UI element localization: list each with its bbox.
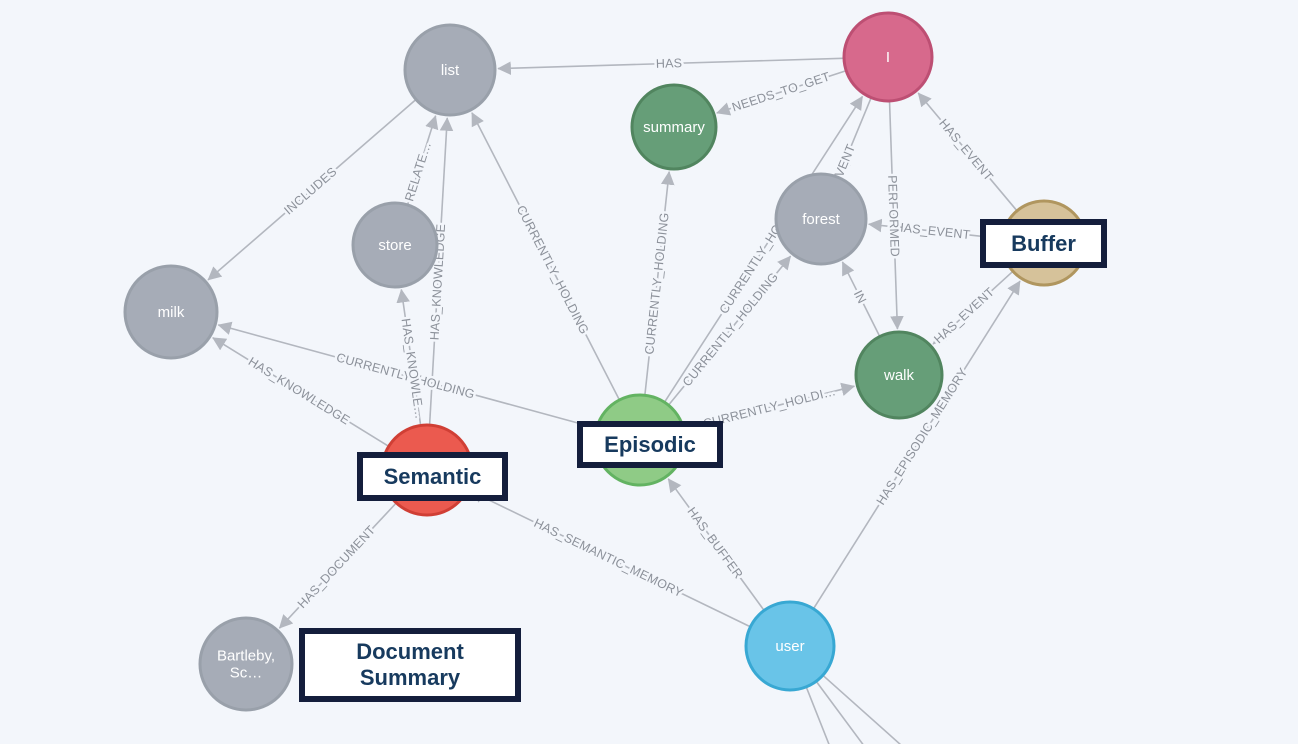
edge-label-CURRENTLY_HOLDING[interactable]: CURRENTLY_HOLDING bbox=[511, 201, 594, 339]
node-label: list bbox=[441, 62, 460, 79]
node-circle bbox=[123, 264, 219, 360]
graph-node-store[interactable]: store bbox=[351, 201, 439, 289]
node-circle bbox=[351, 201, 439, 289]
edge-label-INCLUDES[interactable]: INCLUDES bbox=[279, 162, 342, 220]
edge-label-HAS_EVENT[interactable]: HAS_EVENT bbox=[891, 217, 973, 244]
edge-label-HAS_EVENT[interactable]: HAS_EVENT bbox=[929, 282, 1000, 349]
graph-edge-episodic-milk[interactable] bbox=[217, 321, 596, 429]
node-circle bbox=[630, 83, 718, 171]
graph-edge-episodic-list[interactable] bbox=[471, 112, 620, 400]
graph-node-milk[interactable]: milk bbox=[123, 264, 219, 360]
edge-label-HAS[interactable]: HAS bbox=[653, 54, 685, 74]
edge-label-HAS_KNOWLEDGE[interactable]: HAS_KNOWLEDGE bbox=[243, 352, 355, 430]
graph-node-summary[interactable]: summary bbox=[630, 83, 718, 171]
graph-edge-semantic-list[interactable] bbox=[428, 117, 454, 425]
node-label: milk bbox=[158, 304, 185, 321]
node-label: summary bbox=[643, 119, 705, 136]
graph-edge-user-offscreen[interactable] bbox=[823, 675, 918, 744]
annotation-document-summary: Document Summary bbox=[299, 628, 521, 702]
node-label: I bbox=[886, 49, 890, 66]
graph-edge-user-offscreen[interactable] bbox=[805, 687, 835, 744]
annotation-episodic: Episodic bbox=[577, 421, 723, 468]
node-circle bbox=[774, 172, 868, 266]
graph-edge-i-walk[interactable] bbox=[888, 101, 904, 330]
node-label: user bbox=[775, 638, 804, 655]
graph-node-user[interactable]: user bbox=[744, 600, 836, 692]
edge-label-NEEDS_TO_GET[interactable]: NEEDS_TO_GET bbox=[728, 67, 835, 117]
graph-edge-i-summary[interactable] bbox=[716, 70, 846, 116]
graph-edge-user-episodic[interactable] bbox=[667, 478, 765, 611]
edge-label-HAS_SEMANTIC_MEMORY[interactable]: HAS_SEMANTIC_MEMORY bbox=[529, 513, 688, 602]
graph-node-bartleby[interactable]: Bartleby,Sc… bbox=[198, 616, 294, 712]
edge-label-IN[interactable]: IN bbox=[848, 286, 871, 309]
graph-edge-semantic-milk[interactable] bbox=[212, 337, 389, 447]
node-circle bbox=[842, 11, 934, 103]
edge-label-HAS_EVENT[interactable]: HAS_EVENT bbox=[934, 114, 999, 186]
graph-edge-user-buffer[interactable] bbox=[813, 280, 1021, 609]
edge-label-HAS_BUFFER[interactable]: HAS_BUFFER bbox=[682, 502, 748, 584]
graph-edge-i-forest[interactable] bbox=[837, 98, 872, 176]
graph-edge-episodic-i[interactable] bbox=[664, 95, 864, 402]
node-label: store bbox=[378, 237, 411, 254]
graph-edge-episodic-summary[interactable] bbox=[644, 171, 675, 395]
graph-edge-episodic-forest[interactable] bbox=[668, 255, 792, 405]
node-circle bbox=[744, 600, 836, 692]
graph-edge-user-offscreen[interactable] bbox=[816, 681, 874, 744]
graph-edge-semantic-store[interactable] bbox=[396, 288, 422, 425]
edge-label-PERFORMED[interactable]: PERFORMED bbox=[883, 172, 905, 259]
annotation-semantic: Semantic bbox=[357, 452, 508, 501]
node-label: forest bbox=[802, 211, 840, 228]
graph-edge-buffer-i[interactable] bbox=[917, 92, 1017, 211]
graph-edge-store-list[interactable] bbox=[407, 115, 439, 205]
node-circle bbox=[403, 23, 497, 117]
graph-edge-semantic-bartleby[interactable] bbox=[278, 503, 397, 629]
graph-node-i[interactable]: I bbox=[842, 11, 934, 103]
graph-edge-user-semantic[interactable] bbox=[469, 490, 750, 628]
edge-label-HAS_DOCUMENT[interactable]: HAS_DOCUMENT bbox=[292, 520, 381, 613]
node-circle bbox=[198, 616, 294, 712]
node-circle bbox=[854, 330, 944, 420]
annotation-buffer: Buffer bbox=[980, 219, 1107, 268]
graph-edge-i-list[interactable] bbox=[497, 57, 844, 75]
graph-edge-buffer-forest[interactable] bbox=[868, 218, 1002, 240]
graph-node-walk[interactable]: walk bbox=[854, 330, 944, 420]
edge-label-RELATE…[interactable]: RELATE… bbox=[400, 138, 437, 206]
node-label: walk bbox=[883, 367, 915, 384]
node-label: Bartleby,Sc… bbox=[217, 647, 275, 681]
graph-node-forest[interactable]: forest bbox=[774, 172, 868, 266]
graph-edge-list-milk[interactable] bbox=[207, 99, 416, 281]
graph-edge-walk-forest[interactable] bbox=[841, 261, 881, 337]
edge-label-CURRENTLY_HOLDING[interactable]: CURRENTLY_HOLDING bbox=[640, 209, 674, 357]
graph-edge-buffer-walk[interactable] bbox=[932, 271, 1013, 345]
graph-node-list[interactable]: list bbox=[403, 23, 497, 117]
edges-layer bbox=[207, 57, 1021, 744]
